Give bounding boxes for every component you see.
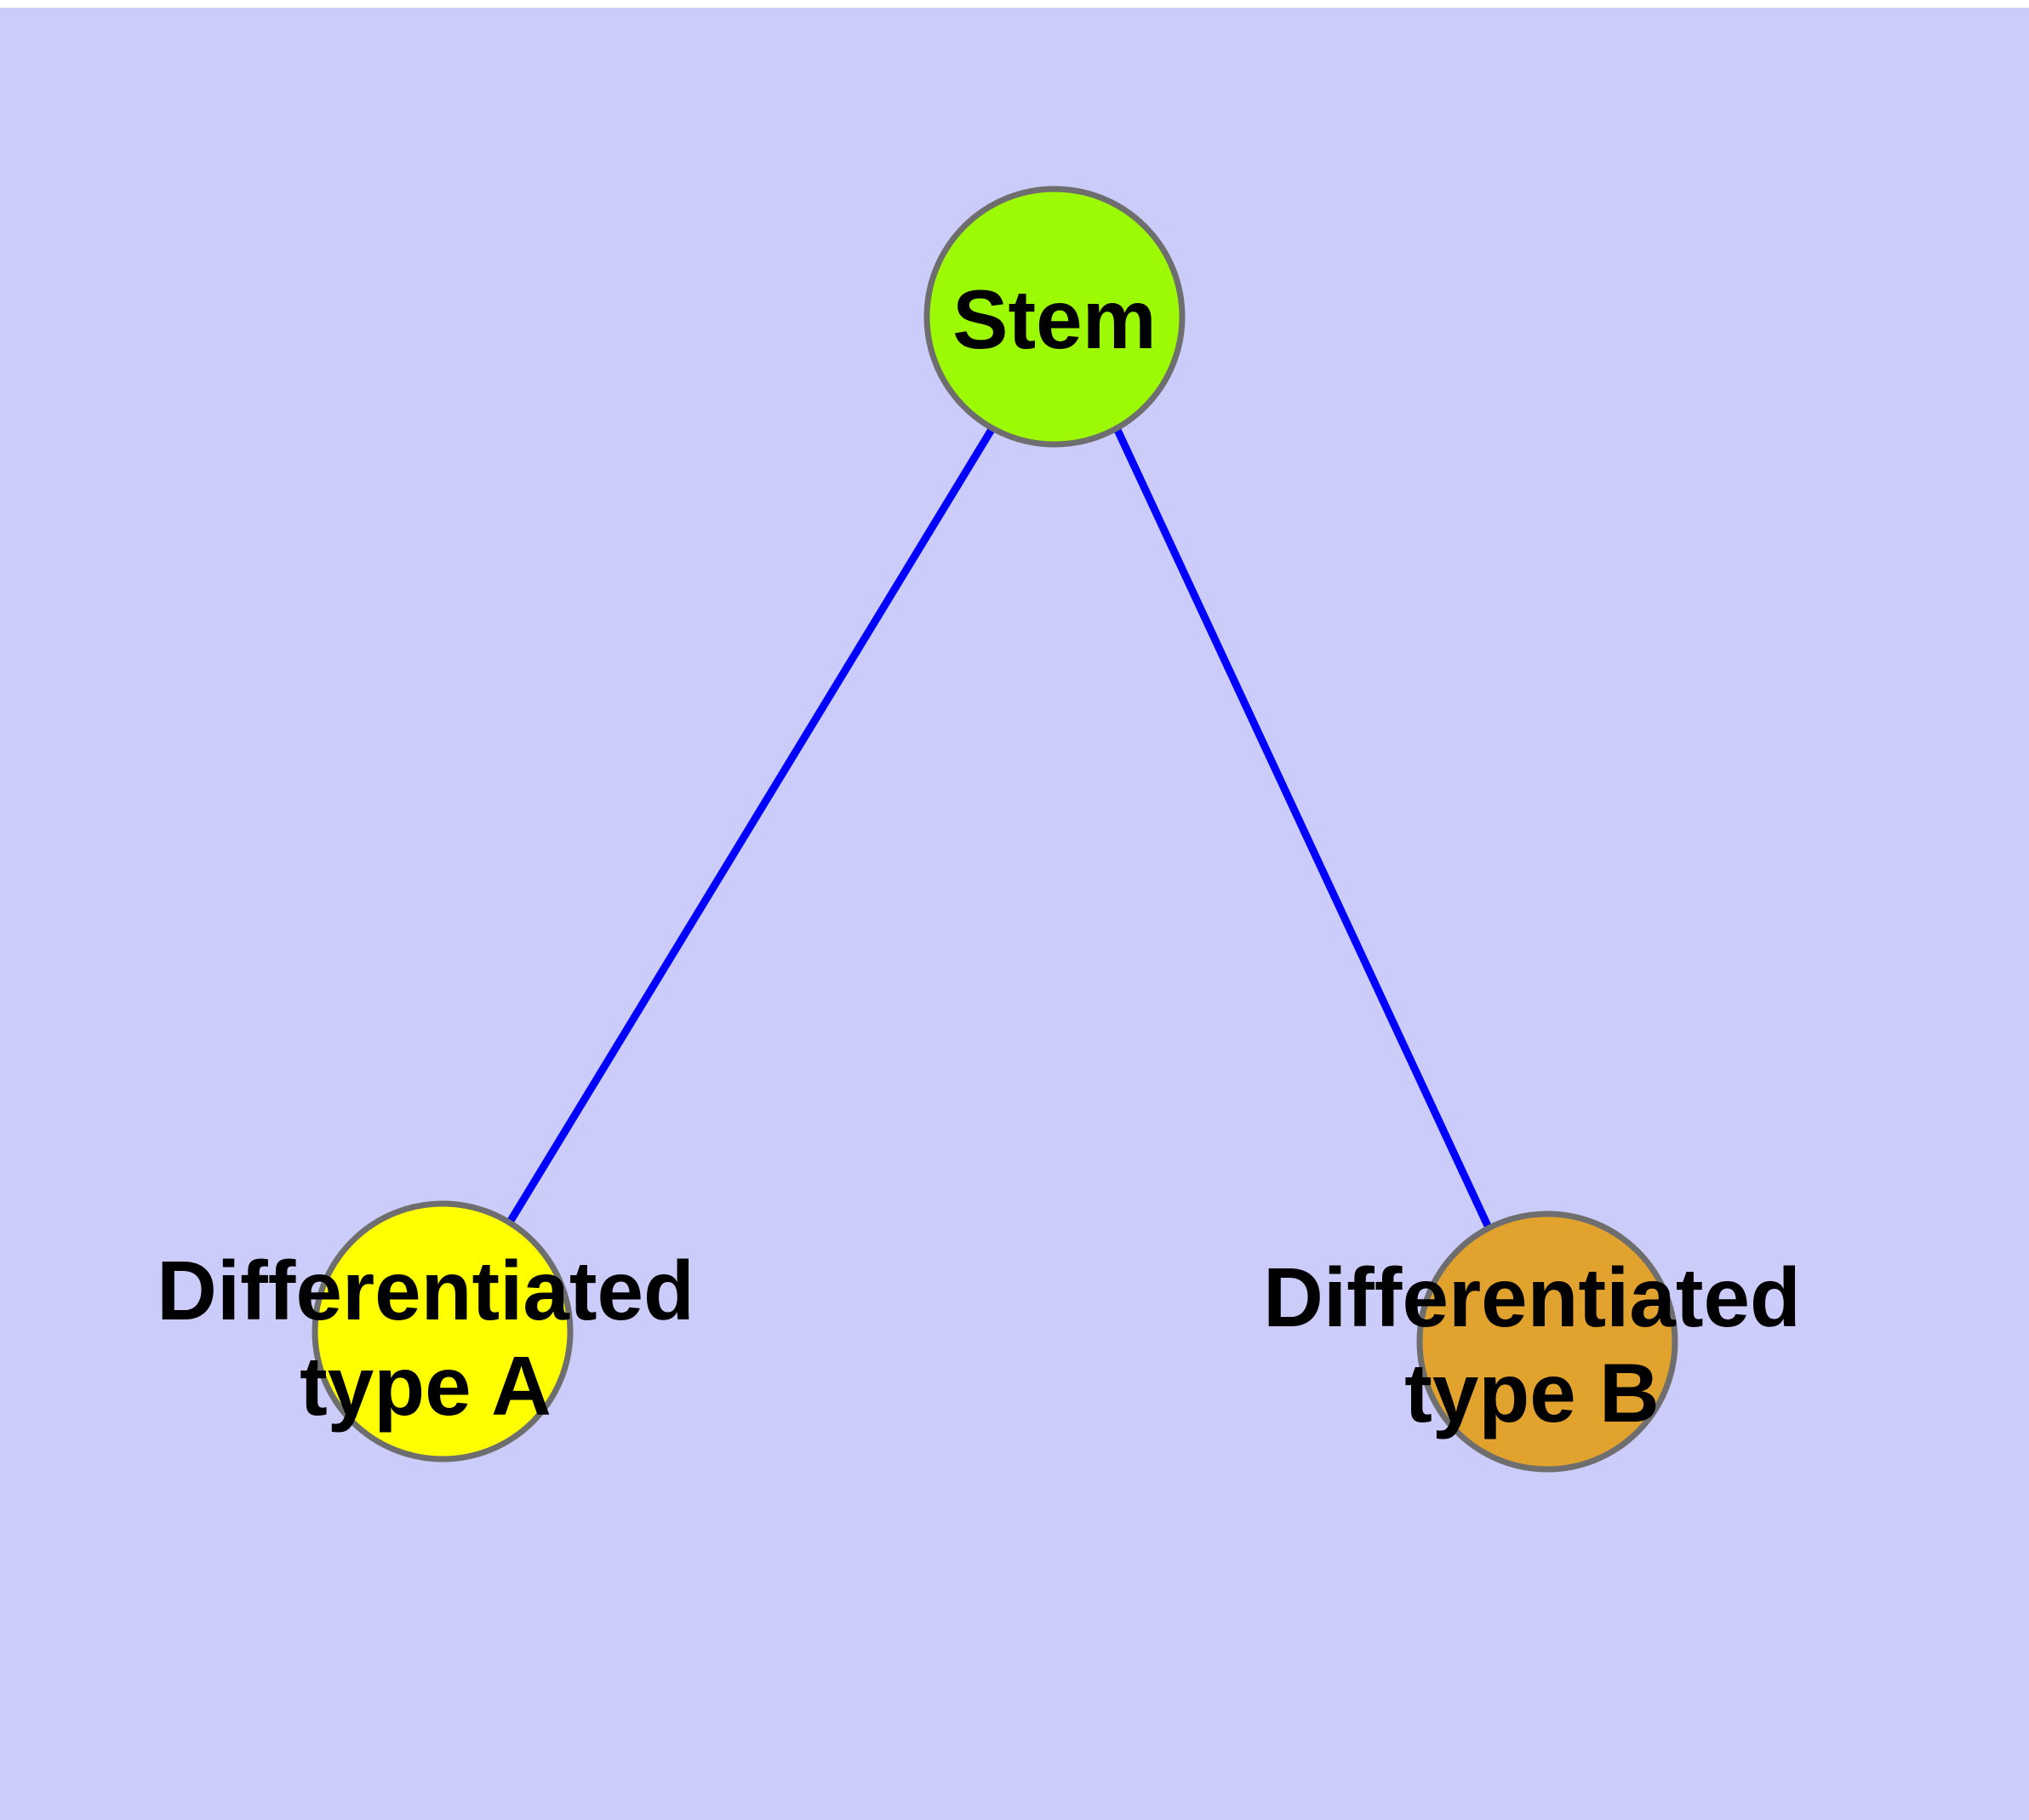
node-stem-circle[interactable] xyxy=(923,186,1186,448)
label-line: Differentiated xyxy=(1263,1251,1801,1344)
edge-layer xyxy=(507,426,1492,1228)
edge-stem-to-differentiated-type-b[interactable] xyxy=(1113,428,1492,1228)
node-differentiated-type-b-circle[interactable] xyxy=(1416,1210,1678,1473)
edge-stem-to-differentiated-type-a[interactable] xyxy=(507,426,996,1223)
label-line: type B xyxy=(1404,1346,1660,1439)
label-line: Stem xyxy=(952,272,1157,366)
label-line: type A xyxy=(300,1339,552,1433)
node-stem[interactable]: Stem xyxy=(923,186,1186,448)
node-differentiated-type-a-circle[interactable] xyxy=(311,1200,574,1462)
label-line: Differentiated xyxy=(157,1244,694,1337)
node-stem-label: Stem xyxy=(952,272,1157,366)
